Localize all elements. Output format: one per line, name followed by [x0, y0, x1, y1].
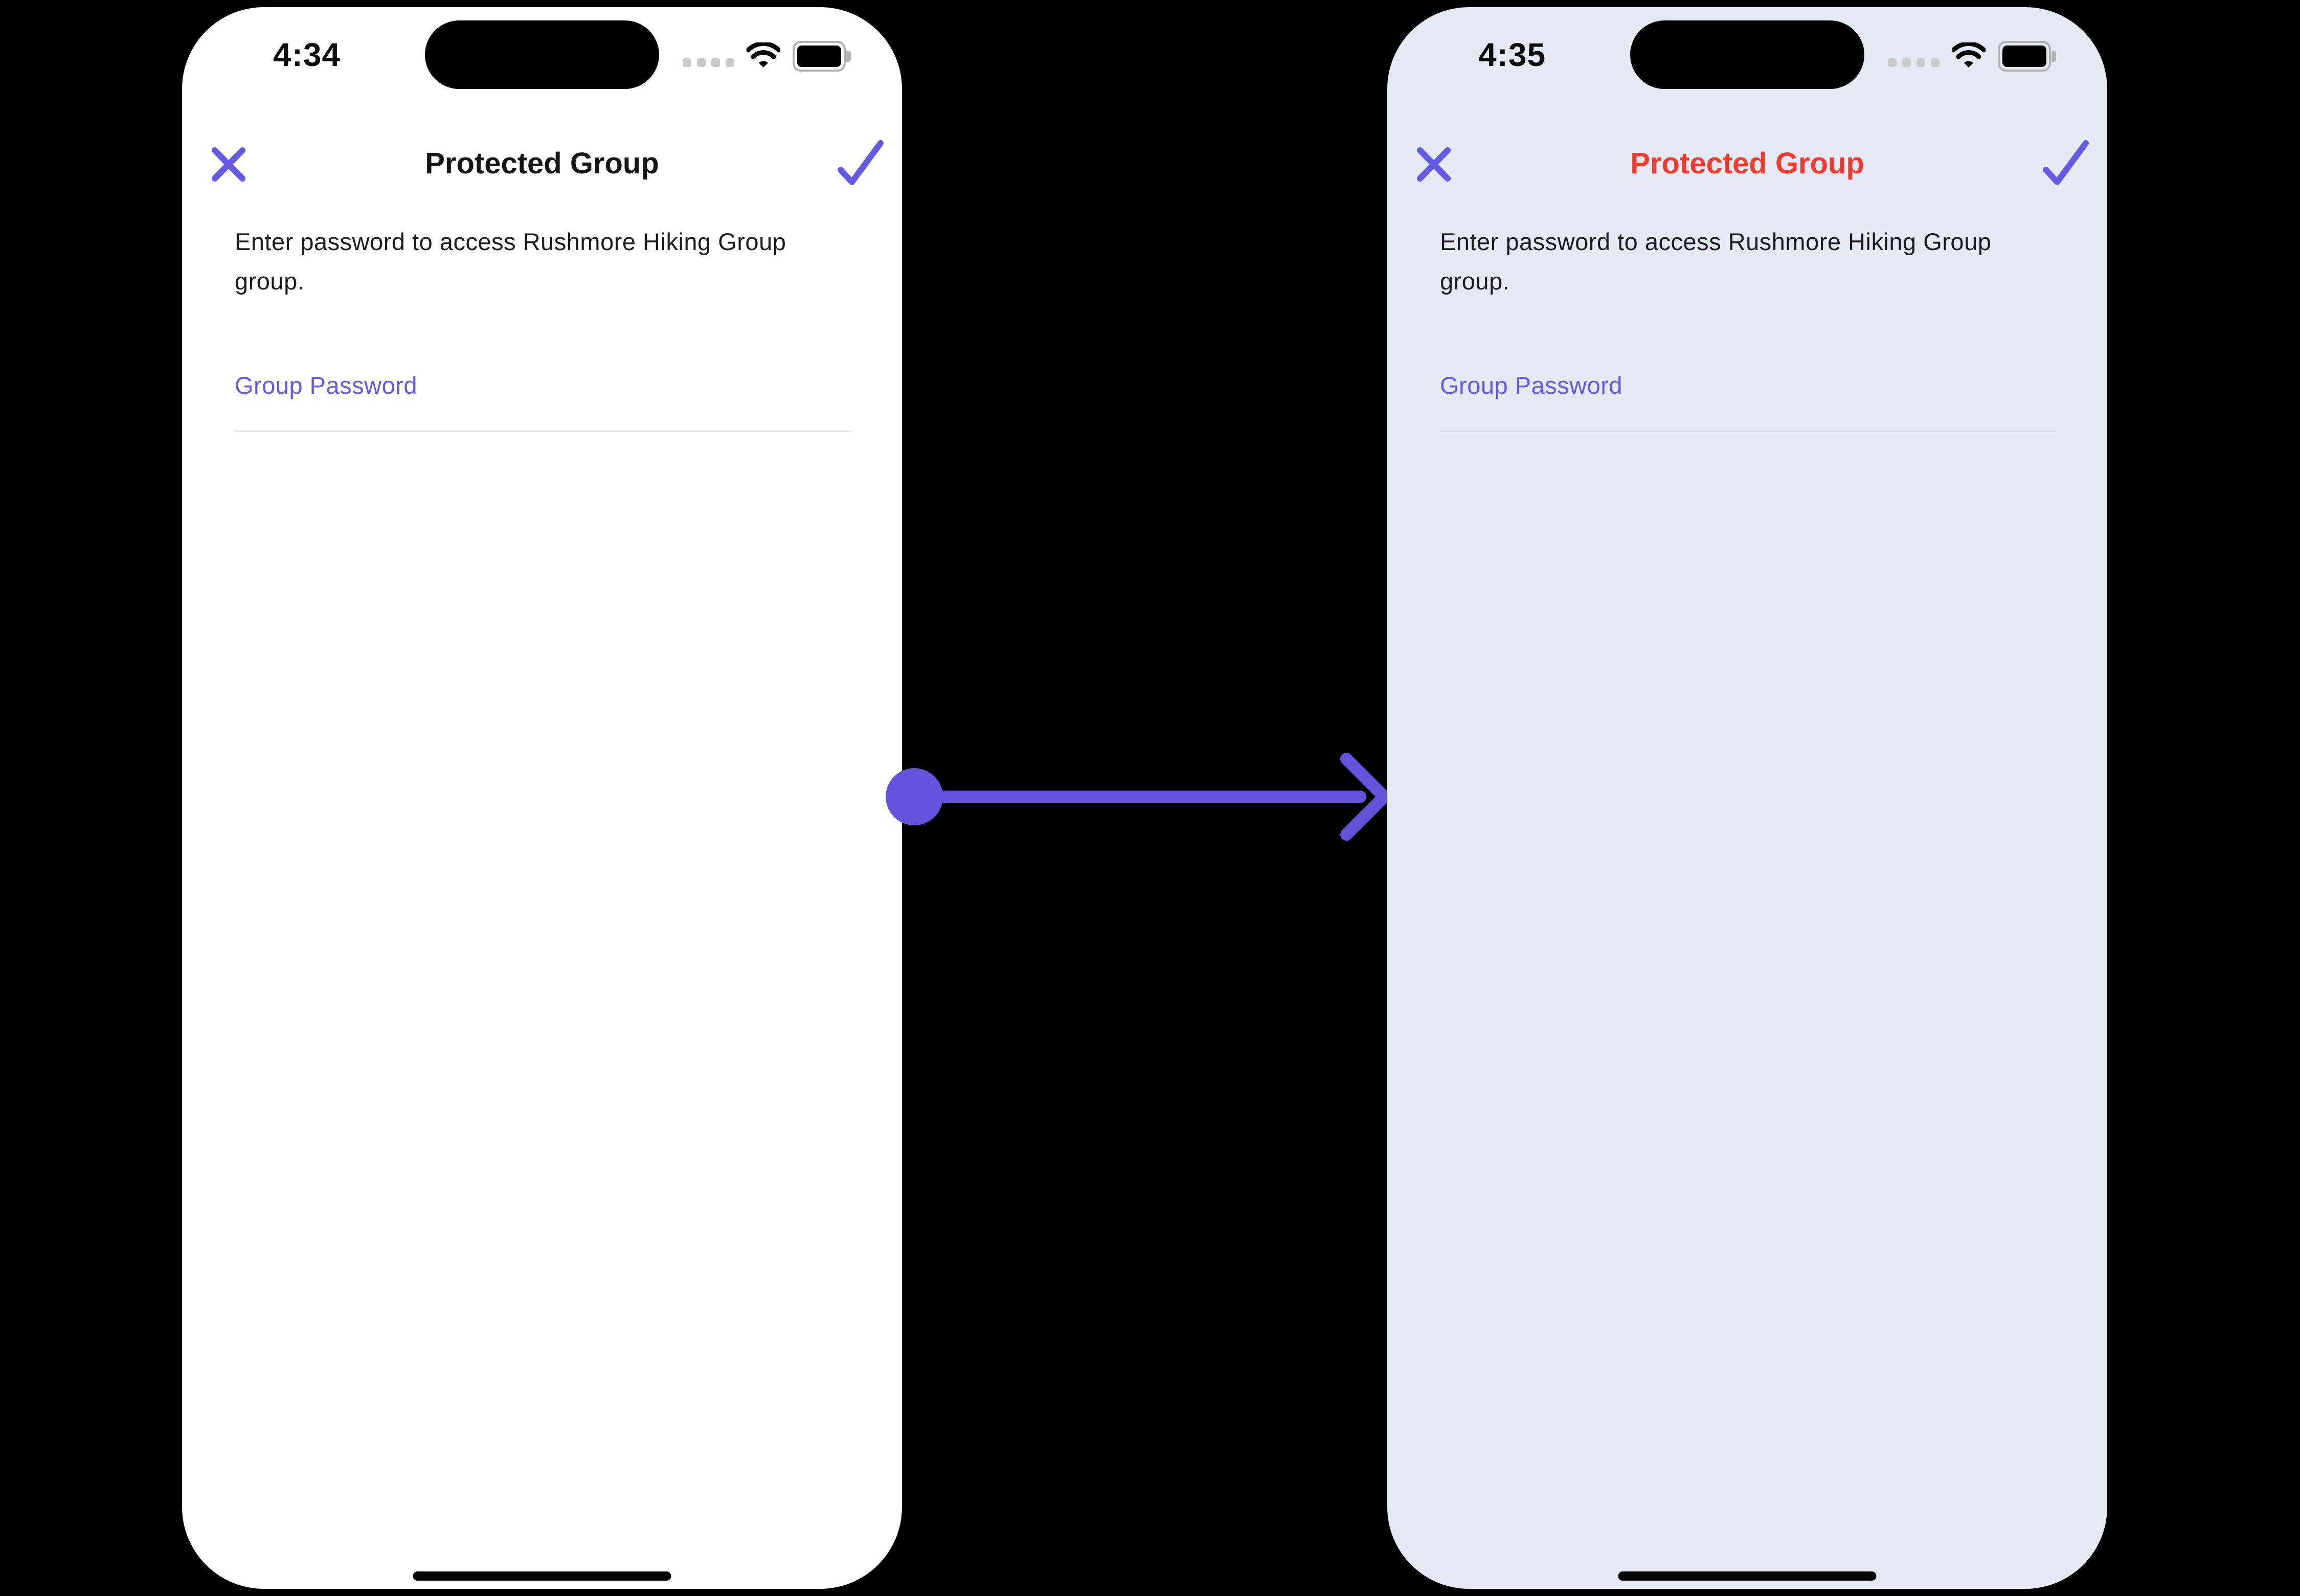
status-time: 4:34 — [273, 36, 341, 73]
wifi-icon — [1951, 41, 1987, 71]
confirm-button[interactable] — [833, 130, 890, 191]
arrow-head — [1340, 753, 1390, 841]
home-indicator[interactable] — [1618, 1571, 1877, 1581]
close-button[interactable] — [1409, 135, 1460, 191]
wifi-icon — [746, 41, 781, 71]
cellular-signal-dots-icon — [683, 58, 734, 67]
status-icons — [683, 41, 851, 72]
page-title: Protected Group — [1630, 147, 1864, 180]
dynamic-island — [1630, 20, 1864, 89]
transition-arrow — [886, 753, 1390, 841]
field-underline — [235, 431, 851, 432]
group-password-label: Group Password — [1440, 372, 1623, 399]
battery-icon — [1998, 41, 2056, 72]
group-password-field[interactable]: Group Password — [235, 371, 851, 435]
page-title: Protected Group — [425, 147, 659, 180]
field-underline — [1440, 431, 2057, 432]
close-icon — [1417, 147, 1451, 182]
description-text: Enter password to access Rushmore Hiking… — [1440, 228, 1992, 295]
close-button[interactable] — [204, 135, 255, 191]
group-password-field[interactable]: Group Password — [1440, 371, 2057, 435]
cellular-signal-dots-icon — [1888, 58, 1940, 67]
confirm-button[interactable] — [2039, 130, 2095, 191]
phone-mockup-before: 4:34 Protected Gro — [182, 7, 902, 1589]
check-icon — [2043, 140, 2089, 185]
status-time: 4:35 — [1478, 36, 1546, 73]
phone-mockup-after: 4:35 Protected Gro — [1387, 7, 2107, 1589]
home-indicator[interactable] — [413, 1571, 671, 1581]
check-icon — [838, 140, 884, 185]
group-password-label: Group Password — [235, 372, 418, 399]
battery-icon — [793, 41, 851, 72]
dynamic-island — [425, 20, 659, 89]
description-text: Enter password to access Rushmore Hiking… — [235, 228, 786, 295]
status-icons — [1888, 41, 2056, 72]
close-icon — [212, 147, 245, 182]
